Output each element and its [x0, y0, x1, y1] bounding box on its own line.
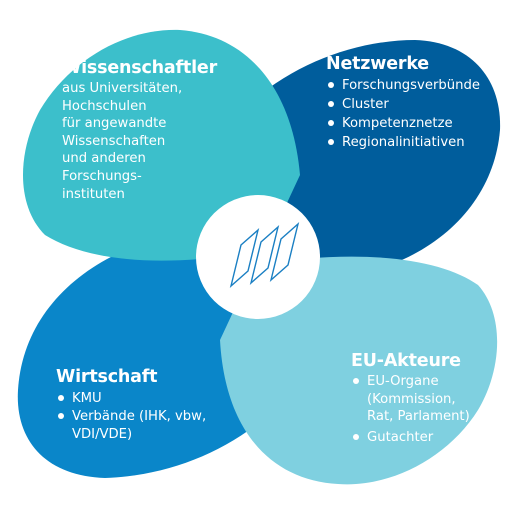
- list-item: Kompetenznetze: [326, 114, 480, 133]
- scientists-line: Wissenschaften: [62, 133, 166, 149]
- list-item-line: Verbände (IHK, vbw,: [72, 409, 207, 424]
- list-item: Gutachter: [351, 428, 470, 447]
- stacked-pages-icon: [229, 222, 300, 288]
- scientists-block: Wissenschaftler aus Universitäten, Hochs…: [62, 58, 217, 203]
- list-item-line: VDI/VDE): [72, 426, 133, 442]
- list-item-line: KMU: [72, 391, 102, 406]
- list-item-line: Rat, Parlament): [367, 409, 470, 424]
- list-item: KMU: [56, 389, 206, 408]
- eu-list: EU-Organe (Kommission, Rat, Parlament) G…: [351, 373, 470, 447]
- scientists-description: aus Universitäten, Hochschulen für angew…: [62, 80, 217, 203]
- networks-block: Netzwerke Forschungsverbünde Cluster Kom…: [326, 54, 480, 152]
- scientists-line: Forschungs-: [62, 168, 142, 184]
- scientists-line: instituten: [62, 186, 125, 202]
- list-item: Cluster: [326, 95, 480, 114]
- scientists-line: für angewandte: [62, 116, 167, 132]
- economy-list: KMU Verbände (IHK, vbw, VDI/VDE): [56, 389, 206, 443]
- networks-list: Forschungsverbünde Cluster Kompetenznetz…: [326, 76, 480, 152]
- list-item: EU-Organe (Kommission, Rat, Parlament): [351, 373, 470, 426]
- list-item: Verbände (IHK, vbw, VDI/VDE): [56, 408, 206, 443]
- eu-title: EU-Akteure: [351, 351, 461, 371]
- scientists-title: Wissenschaftler: [62, 58, 217, 78]
- list-item-line: Gutachter: [367, 429, 434, 445]
- list-item-line: EU-Organe: [367, 374, 439, 389]
- petal-eu: [220, 256, 498, 485]
- economy-block: Wirtschaft KMU Verbände (IHK, vbw, VDI/V…: [56, 367, 206, 445]
- eu-block: EU-Akteure EU-Organe (Kommission, Rat, P…: [351, 351, 470, 447]
- scientists-line: aus Universitäten,: [62, 81, 183, 96]
- list-item-line: (Kommission,: [367, 391, 456, 407]
- list-item: Regionalinitiativen: [326, 133, 480, 152]
- economy-title: Wirtschaft: [56, 367, 158, 387]
- scientists-line: und anderen: [62, 151, 146, 167]
- list-item: Forschungsverbünde: [326, 76, 480, 95]
- scientists-line: Hochschulen: [62, 98, 147, 114]
- networks-title: Netzwerke: [326, 54, 429, 74]
